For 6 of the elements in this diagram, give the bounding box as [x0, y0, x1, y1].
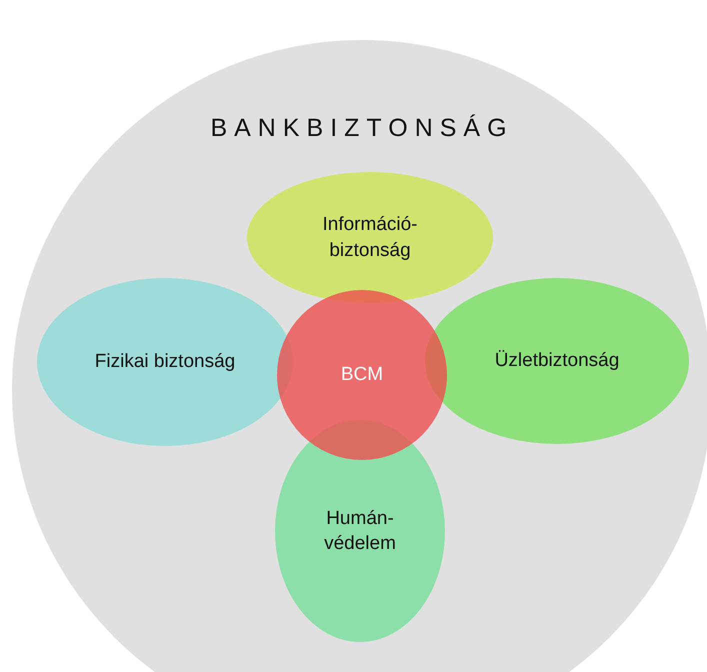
shape-label: Humán- védelem [323, 506, 397, 556]
diagram-heading: BANKBIZTONSÁG [209, 113, 515, 144]
shape-label: Információ- biztonság [321, 213, 419, 263]
shape-label: Fizikai biztonság [94, 350, 236, 374]
shape-label: Üzletbiztonság [494, 349, 620, 373]
shape-label: BCM [340, 363, 384, 387]
